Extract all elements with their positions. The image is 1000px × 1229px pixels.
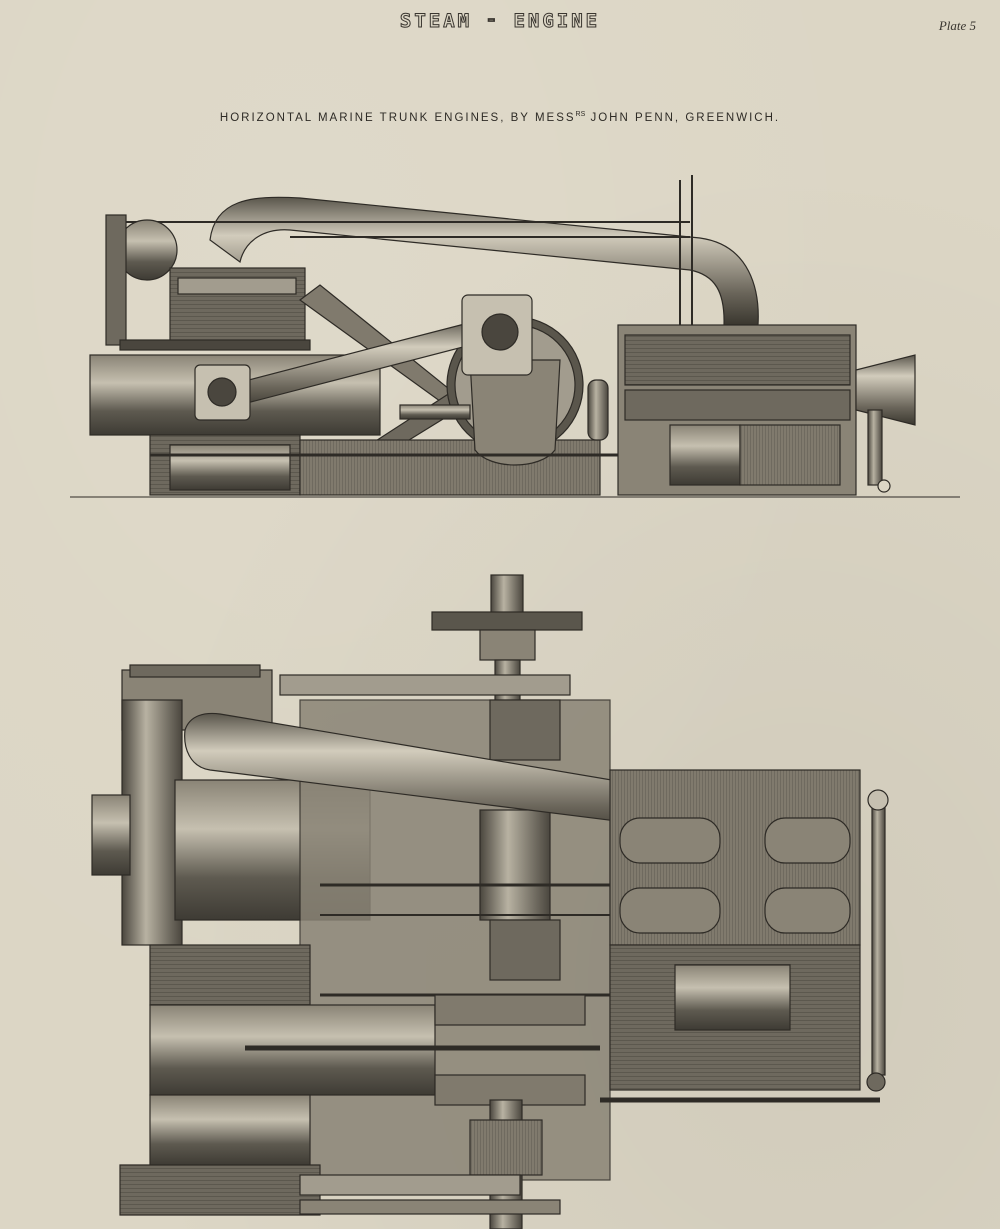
side-elevation	[70, 175, 960, 498]
plate-number: Plate 5	[938, 18, 976, 33]
plate-subtitle: HORIZONTAL MARINE TRUNK ENGINES, BY MESS…	[219, 111, 781, 124]
plan-view	[91, 574, 889, 1229]
plate-title: STEAM ⁃ ENGINE	[399, 10, 601, 33]
